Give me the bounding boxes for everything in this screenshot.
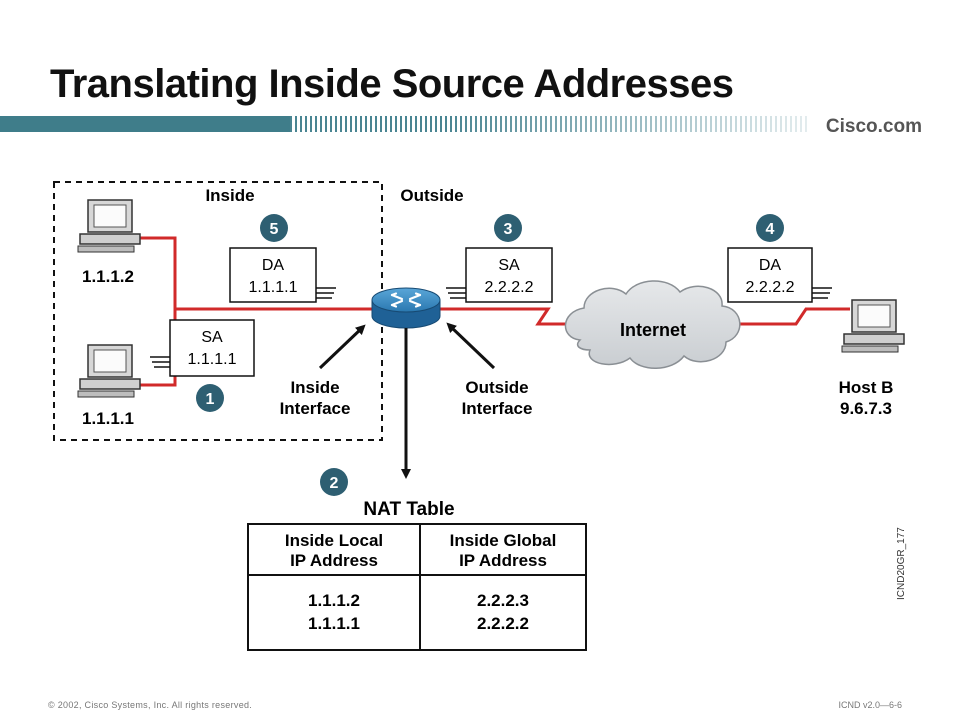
slide-title: Translating Inside Source Addresses xyxy=(50,62,734,106)
brand-logo-text: Cisco.com xyxy=(825,116,922,137)
nat-table-title: NAT Table xyxy=(363,499,454,520)
nat-row2-global: 2.2.2.2 xyxy=(477,614,529,633)
nat-row1-local: 1.1.1.2 xyxy=(308,591,360,610)
packet-5-value: 1.1.1.1 xyxy=(249,279,298,296)
step-badge-2-text: 2 xyxy=(330,475,339,492)
figure-id: ICND20GR_177 xyxy=(896,527,907,600)
network-links xyxy=(140,236,850,387)
packet-1-value: 1.1.1.1 xyxy=(188,351,237,368)
packet-4-field: DA xyxy=(759,257,782,274)
nat-row2-local: 1.1.1.1 xyxy=(308,614,360,633)
host-bottom-ip: 1.1.1.1 xyxy=(82,409,134,428)
step-badge-3-text: 3 xyxy=(504,221,513,238)
header-band-solid xyxy=(0,116,290,132)
copyright-text: © 2002, Cisco Systems, Inc. All rights r… xyxy=(48,700,253,710)
inside-interface-label-line2: Interface xyxy=(280,399,351,418)
outside-zone-label: Outside xyxy=(400,186,463,205)
outside-interface-label-line2: Interface xyxy=(462,399,533,418)
pc-icon-inside-bottom xyxy=(77,344,141,398)
packet-5-field: DA xyxy=(262,257,285,274)
router-icon xyxy=(371,287,441,329)
step-badge-1-text: 1 xyxy=(206,391,215,408)
nat-col2-header-line2: IP Address xyxy=(459,551,547,570)
nat-col1-header-line2: IP Address xyxy=(290,551,378,570)
header-band-stripes xyxy=(290,116,810,132)
step-badge-4: 4 xyxy=(756,214,784,242)
packet-step-1: SA 1.1.1.1 xyxy=(150,319,255,377)
host-b-ip: 9.6.7.3 xyxy=(840,399,892,418)
host-top-ip: 1.1.1.2 xyxy=(82,267,134,286)
inside-interface-label-line1: Inside xyxy=(290,378,339,397)
packet-3-value: 2.2.2.2 xyxy=(485,279,534,296)
link-host-top xyxy=(140,236,177,309)
step-badge-5: 5 xyxy=(260,214,288,242)
packet-1-field: SA xyxy=(201,329,223,346)
inside-interface-arrow xyxy=(318,324,366,370)
step-badge-5-text: 5 xyxy=(270,221,279,238)
packet-step-3: SA 2.2.2.2 xyxy=(446,247,553,303)
host-b-name: Host B xyxy=(839,378,894,397)
link-cloud-hostb xyxy=(736,307,850,326)
nat-row1-global: 2.2.2.3 xyxy=(477,591,529,610)
packet-step-5: DA 1.1.1.1 xyxy=(229,247,336,303)
packet-step-4: DA 2.2.2.2 xyxy=(727,247,832,303)
nat-col1-header-line1: Inside Local xyxy=(285,531,383,550)
outside-interface-arrow xyxy=(446,322,496,370)
header-band xyxy=(0,112,960,136)
internet-cloud-label: Internet xyxy=(620,320,686,340)
pc-icon-inside-top xyxy=(77,199,141,253)
step-badge-3: 3 xyxy=(494,214,522,242)
outside-interface-label-line1: Outside xyxy=(465,378,528,397)
packet-4-value: 2.2.2.2 xyxy=(746,279,795,296)
inside-zone-label: Inside xyxy=(205,186,254,205)
nat-table: Inside Local IP Address Inside Global IP… xyxy=(247,523,587,651)
internet-cloud-icon xyxy=(564,280,741,369)
pc-icon-host-b xyxy=(841,299,905,353)
step-badge-1: 1 xyxy=(196,384,224,412)
step-badge-4-text: 4 xyxy=(766,221,775,238)
step-badge-2: 2 xyxy=(320,468,348,496)
nat-col2-header-line1: Inside Global xyxy=(450,531,557,550)
course-reference: ICND v2.0—6-6 xyxy=(838,700,902,710)
link-router-cloud xyxy=(436,307,578,326)
packet-3-field: SA xyxy=(498,257,520,274)
